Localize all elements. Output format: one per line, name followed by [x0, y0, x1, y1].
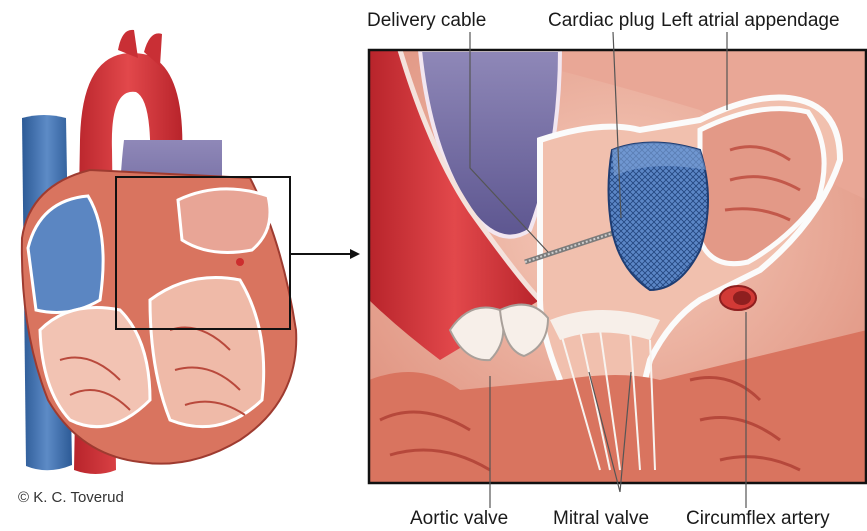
- delivery-cable-label: Delivery cable: [367, 11, 486, 30]
- circumflex-artery-label: Circumflex artery: [686, 509, 830, 528]
- cardiac-plug-label: Cardiac plug: [548, 11, 655, 30]
- whole-heart: [22, 30, 296, 474]
- circumflex-artery: [720, 286, 756, 310]
- aortic-valve-label: Aortic valve: [410, 509, 508, 528]
- zoom-arrow: [290, 249, 360, 259]
- copyright-text: © K. C. Toverud: [18, 489, 124, 506]
- left-atrial-appendage-label: Left atrial appendage: [661, 11, 840, 30]
- mitral-valve-label: Mitral valve: [553, 509, 649, 528]
- zoom-view: [369, 50, 867, 484]
